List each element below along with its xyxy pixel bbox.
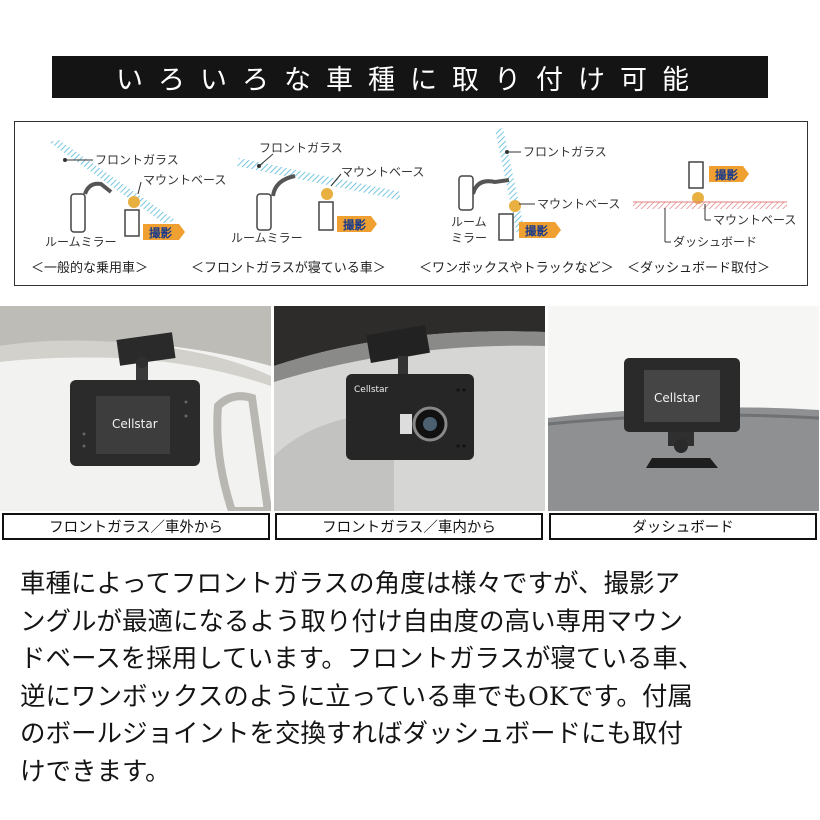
brand-logo-3: Cellstar xyxy=(654,391,700,405)
photo-caption-1: フロントガラス／車外から xyxy=(2,513,270,540)
shoot-label-3: 撮影 xyxy=(525,224,548,238)
description-text: 車種によってフロントガラスの角度は様々ですが、撮影ア ングルが最適になるよう取り… xyxy=(20,566,810,791)
mounting-diagram: フロントガラス ルームミラー マウントベース 撮影 ＜一般的な乗用車＞ フロント… xyxy=(14,121,808,286)
mount-label-2: マウントベース xyxy=(341,165,424,179)
photo-caption-2-text: フロントガラス／車内から xyxy=(322,520,496,536)
page-title: いろいろな車種に取り付け可能 xyxy=(116,64,704,96)
shoot-arrow-2 xyxy=(337,216,377,232)
camera-1 xyxy=(124,209,140,237)
photo-dashboard: Cellstar xyxy=(548,306,819,511)
shoot-label-1: 撮影 xyxy=(149,226,172,240)
mirror-label-3b: ミラー xyxy=(451,231,487,245)
diagram-panel-1: フロントガラス ルームミラー マウントベース 撮影 ＜一般的な乗用車＞ xyxy=(31,140,226,276)
body-line: けできます。 xyxy=(20,756,171,787)
mounting-diagram-svg: フロントガラス ルームミラー マウントベース 撮影 ＜一般的な乗用車＞ フロント… xyxy=(31,128,796,276)
mirror-label-2: ルームミラー xyxy=(231,231,303,245)
shoot-arrow-3 xyxy=(519,222,561,238)
diagram-panel-3: フロントガラス ルーム ミラー マウントベース 撮影 ＜ワンボックスやトラックな… xyxy=(419,128,620,276)
windshield-glass-1 xyxy=(49,140,175,224)
room-mirror-3 xyxy=(458,175,474,211)
mount-label-1: マウントベース xyxy=(143,173,226,187)
photo-caption-3: ダッシュボード xyxy=(549,513,817,540)
photo-caption-2: フロントガラス／車内から xyxy=(275,513,543,540)
body-line: のボールジョイントを交換すればダッシュボードにも取付 xyxy=(20,719,684,749)
body-line: 逆にワンボックスのように立っている車でもOKです。付属 xyxy=(20,681,693,712)
camera-4 xyxy=(688,161,704,189)
glass-label-1: フロントガラス xyxy=(95,153,179,167)
mount-base-4 xyxy=(692,192,704,204)
diagram-panel-2: フロントガラス ルームミラー マウントベース 撮影 ＜フロントガラスが寝ている車… xyxy=(191,141,424,276)
mount-label-3: マウントベース xyxy=(537,197,620,211)
dash-label-4: ダッシュボード xyxy=(673,234,757,249)
shoot-arrow-4 xyxy=(709,166,749,182)
brand-logo-2: Cellstar xyxy=(354,385,389,395)
photo-windshield-outside: Cellstar xyxy=(0,306,271,511)
camera-3 xyxy=(498,213,514,241)
caption-3: ＜ワンボックスやトラックなど＞ xyxy=(419,261,614,276)
glass-label-2: フロントガラス xyxy=(259,141,343,155)
mount-label-4: マウントベース xyxy=(713,213,796,227)
body-line: ングルが最適になるよう取り付け自由度の高い専用マウン xyxy=(20,606,684,637)
dashboard-surface xyxy=(633,202,787,209)
diagram-panel-4: 撮影 マウントベース ダッシュボード ＜ダッシュボード取付＞ xyxy=(627,161,796,276)
caption-2: ＜フロントガラスが寝ている車＞ xyxy=(191,260,386,276)
mirror-arm-2 xyxy=(271,174,296,197)
mirror-arm-3 xyxy=(471,178,510,195)
caption-1: ＜一般的な乗用車＞ xyxy=(31,260,148,276)
glass-label-3: フロントガラス xyxy=(523,145,607,159)
caption-4: ＜ダッシュボード取付＞ xyxy=(627,261,770,276)
mirror-arm-1 xyxy=(83,181,113,195)
windshield-glass-2 xyxy=(237,158,401,200)
mirror-label-3a: ルーム xyxy=(451,215,487,229)
shoot-arrow-1 xyxy=(143,224,185,240)
photo-windshield-inside: Cellstar xyxy=(274,306,545,511)
body-line: ドベースを採用しています。フロントガラスが寝ている車、 xyxy=(20,644,704,674)
camera-2 xyxy=(318,201,334,231)
shoot-label-2: 撮影 xyxy=(343,218,366,232)
mount-base-1 xyxy=(128,196,140,208)
room-mirror-2 xyxy=(256,193,272,231)
mirror-label-1: ルームミラー xyxy=(45,235,117,249)
brand-logo-1: Cellstar xyxy=(112,417,158,431)
body-line: 車種によってフロントガラスの角度は様々ですが、撮影ア xyxy=(20,569,680,599)
shoot-label-4: 撮影 xyxy=(715,168,738,182)
mount-base-3 xyxy=(509,200,521,212)
mount-base-2 xyxy=(321,188,333,200)
room-mirror-1 xyxy=(70,193,86,233)
title-banner: いろいろな車種に取り付け可能 xyxy=(52,56,768,98)
photo-caption-1-text: フロントガラス／車外から xyxy=(49,520,223,536)
photo-caption-3-text: ダッシュボード xyxy=(632,520,734,536)
